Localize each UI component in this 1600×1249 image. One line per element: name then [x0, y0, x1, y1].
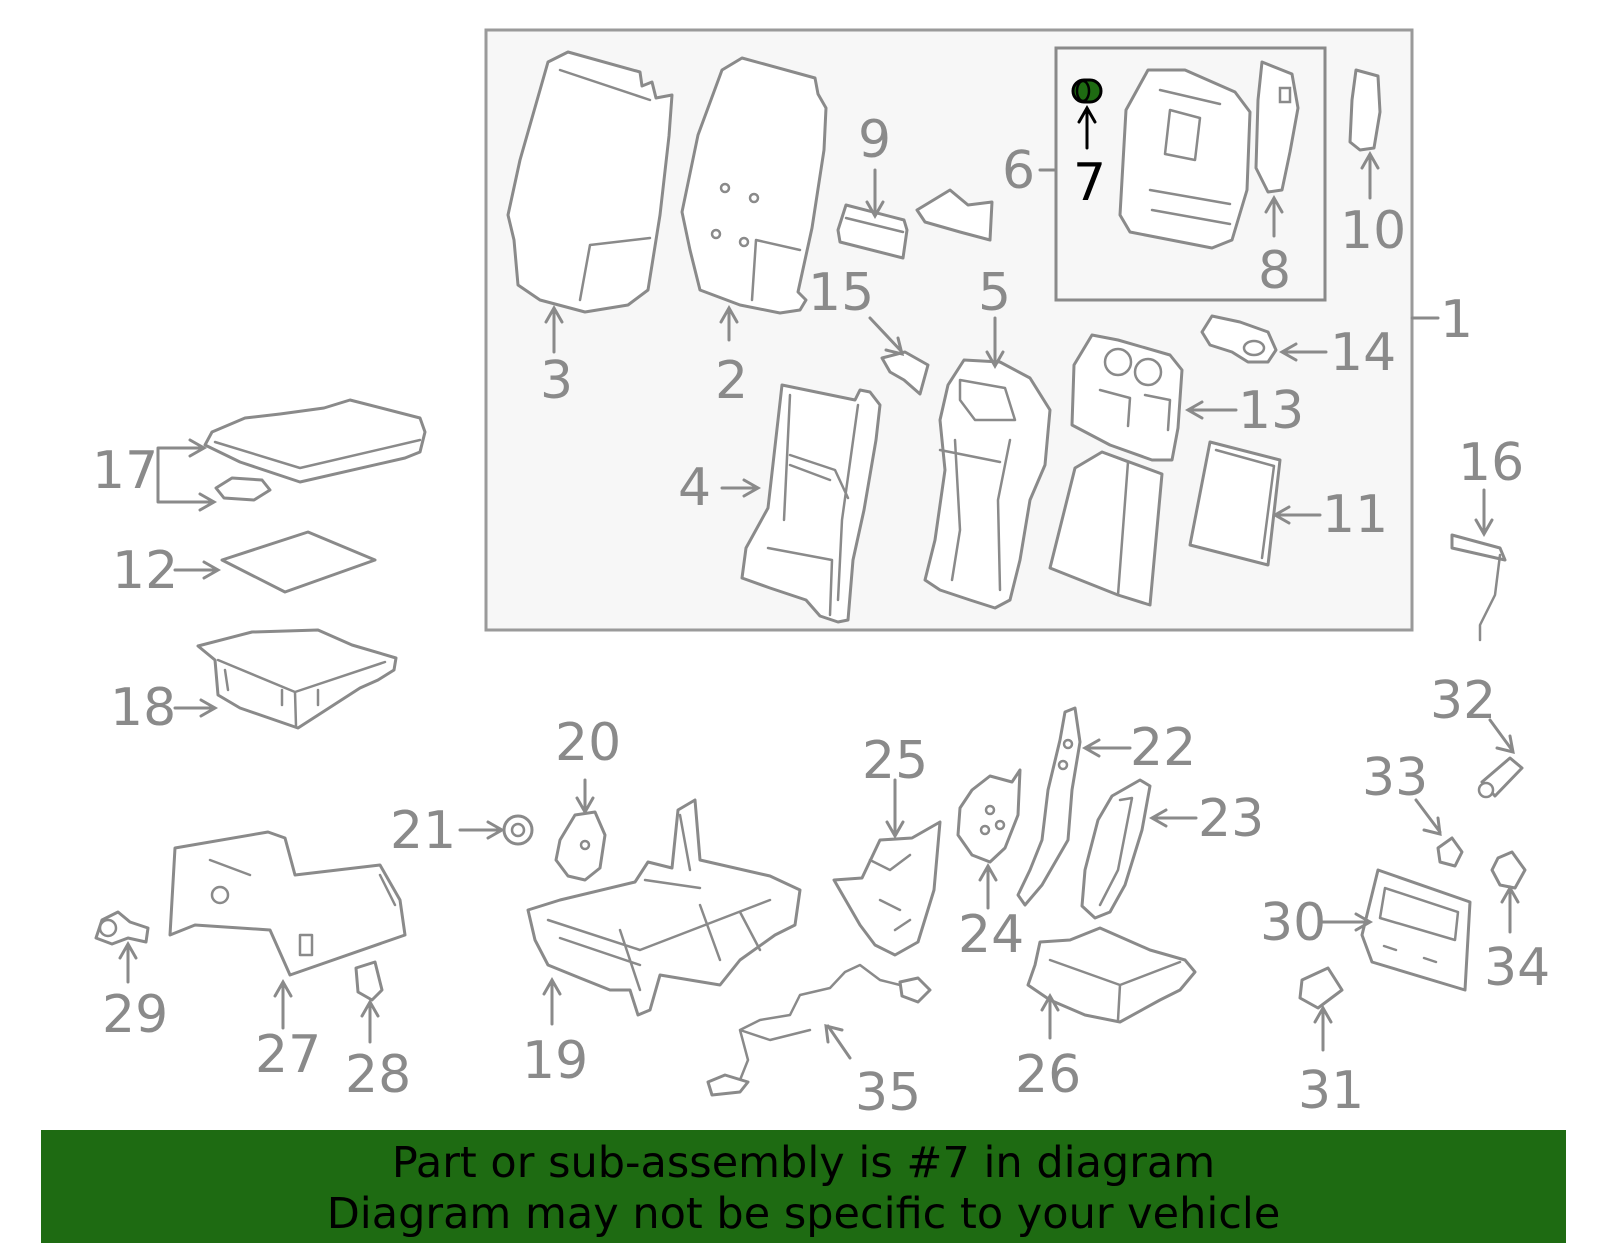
part-34-cap[interactable] [1490, 850, 1527, 890]
callout-5: 5 [978, 263, 1011, 323]
part-9-bracket[interactable] [836, 188, 994, 260]
info-banner: Part or sub-assembly is #7 in diagram Di… [41, 1130, 1566, 1243]
callout-24: 24 [958, 905, 1024, 965]
callout-18: 18 [110, 678, 176, 738]
part-6-control-module[interactable] [1118, 68, 1252, 250]
callout-10: 10 [1340, 201, 1406, 261]
part-16-cable[interactable] [1450, 533, 1507, 642]
part-4-back-frame[interactable] [740, 383, 882, 624]
callout-17: 17 [92, 441, 158, 501]
callout-28: 28 [345, 1045, 411, 1105]
callout-29: 29 [102, 985, 168, 1045]
part-15-clip[interactable] [880, 350, 930, 396]
part-7-cap-highlighted[interactable] [1071, 78, 1103, 104]
subassembly-frame-part-6 [1054, 46, 1327, 302]
callout-32: 32 [1430, 671, 1496, 731]
callout-23: 23 [1198, 789, 1264, 849]
part-20-bracket[interactable] [554, 810, 607, 882]
part-33-nut[interactable] [1436, 836, 1464, 868]
part-8-cover-strip[interactable] [1254, 60, 1300, 194]
part-11-panel[interactable] [1188, 440, 1282, 567]
part-35-wiring-harness[interactable] [706, 963, 932, 1097]
part-23-side-cover[interactable] [1080, 778, 1152, 920]
callout-8: 8 [1258, 241, 1291, 301]
part-19-seat-frame[interactable] [526, 798, 802, 1017]
callout-21: 21 [390, 801, 456, 861]
callout-22: 22 [1130, 718, 1196, 778]
part-30-switch-panel[interactable] [1360, 868, 1472, 992]
part-17-armrest-pad[interactable] [203, 398, 427, 502]
callout-1: 1 [1440, 290, 1473, 350]
callout-33: 33 [1362, 748, 1428, 808]
part-25-side-shield[interactable] [832, 820, 942, 957]
callout-6: 6 [1002, 141, 1035, 201]
callout-14: 14 [1330, 323, 1396, 383]
part-24-cover[interactable] [956, 768, 1022, 864]
part-3-seat-back-cover[interactable] [506, 50, 674, 314]
part-2-seat-back-pad[interactable] [680, 56, 828, 315]
callout-3: 3 [540, 351, 573, 411]
part-10-trim-piece[interactable] [1348, 68, 1382, 152]
callout-16: 16 [1458, 433, 1524, 493]
part-32-pin[interactable] [1477, 756, 1524, 799]
callout-25: 25 [862, 731, 928, 791]
callout-4: 4 [678, 458, 711, 518]
callout-15: 15 [808, 263, 874, 323]
storage-bin [1048, 450, 1164, 607]
part-18-armrest-base[interactable] [196, 628, 398, 730]
part-29-retainer[interactable] [94, 910, 150, 946]
callout-26: 26 [1015, 1045, 1081, 1105]
callout-11: 11 [1322, 485, 1388, 545]
callout-2: 2 [715, 351, 748, 411]
part-21-grommet[interactable] [502, 814, 534, 846]
callout-19: 19 [522, 1031, 588, 1091]
part-26-base-tray[interactable] [1026, 926, 1197, 1024]
callout-9: 9 [858, 110, 891, 170]
callout-12: 12 [112, 541, 178, 601]
callout-13: 13 [1238, 381, 1304, 441]
part-28-clip[interactable] [354, 960, 384, 1002]
part-22-recliner-bracket[interactable] [1016, 706, 1082, 907]
callout-31: 31 [1298, 1061, 1364, 1121]
banner-disclaimer: Diagram may not be specific to your vehi… [326, 1189, 1281, 1239]
callout-34: 34 [1484, 938, 1550, 998]
part-31-bezel[interactable] [1298, 966, 1344, 1010]
leader-lines [118, 104, 1520, 1060]
callout-30: 30 [1260, 893, 1326, 953]
part-5-console-housing[interactable] [923, 358, 1052, 610]
part-14-insert[interactable] [1200, 314, 1278, 364]
part-27-console-side-panel[interactable] [168, 830, 407, 977]
banner-part-info: Part or sub-assembly is #7 in diagram [391, 1138, 1216, 1188]
callout-35: 35 [855, 1063, 921, 1123]
callout-7-highlighted: 7 [1073, 153, 1106, 213]
callout-20: 20 [555, 713, 621, 773]
callout-27: 27 [255, 1025, 321, 1085]
part-13-cup-holder[interactable] [1070, 333, 1184, 462]
part-12-pad-plate[interactable] [220, 530, 377, 594]
